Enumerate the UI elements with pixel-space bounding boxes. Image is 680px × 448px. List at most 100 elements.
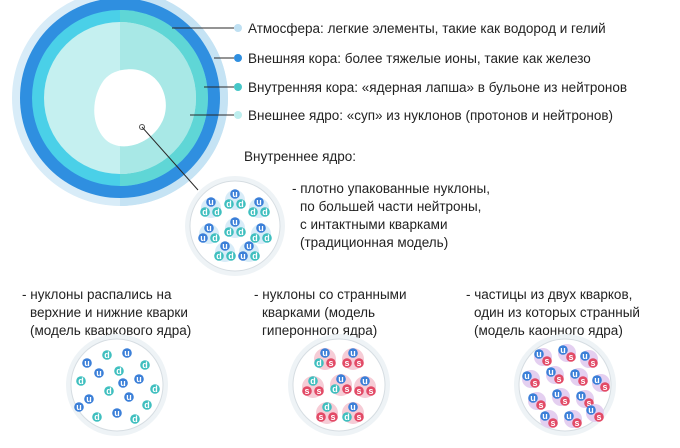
svg-text:u: u [542,411,548,421]
quark-d: d [262,233,272,243]
svg-text:d: d [344,412,350,422]
quark-d: d [150,384,160,394]
svg-text:d: d [226,199,232,209]
quark-s: s [354,358,364,368]
svg-text:s: s [330,412,335,422]
quark-u: u [134,374,144,384]
svg-text:u: u [362,376,368,386]
svg-text:s: s [550,418,555,428]
quark-u: u [564,411,574,421]
quark-s: s [600,382,610,392]
quark-s: s [316,412,326,422]
svg-text:u: u [206,223,212,233]
quark-d: d [236,227,246,237]
quark-u: u [254,197,264,207]
svg-text:d: d [214,207,220,217]
svg-text:u: u [136,374,142,384]
svg-text:s: s [562,396,567,406]
quark-d: d [92,412,102,422]
svg-text:u: u [246,241,252,251]
svg-text:s: s [602,382,607,392]
svg-text:u: u [350,348,356,358]
quark-u: u [122,348,132,358]
inner-core-title: Внутреннее ядро: [244,149,356,164]
quark-u: u [84,394,94,404]
quark-s: s [342,358,352,368]
quark-u: u [206,197,216,207]
quark-u: u [570,369,580,379]
quark-u: u [320,348,330,358]
svg-text:u: u [240,251,246,261]
svg-text:s: s [544,356,549,366]
quark-u: u [348,402,358,412]
quark-u: u [580,351,590,361]
model-3-line-1: - частицы из двух кварков, [466,287,632,302]
model-2-line-3: гиперонного ядра) [262,323,377,338]
quark-u: u [94,368,104,378]
quark-d: d [214,251,224,261]
label-outer-core: Внешнее ядро: «суп» из нуклонов (протоно… [248,108,613,123]
label-inner-crust: Внутренняя кора: «ядерная лапша» в бульо… [248,80,627,95]
svg-text:u: u [530,393,536,403]
quark-d: d [210,233,220,243]
quark-d: d [250,251,260,261]
svg-text:d: d [228,251,234,261]
svg-text:s: s [316,386,321,396]
svg-text:d: d [316,358,322,368]
quark-d: d [212,207,222,217]
quark-d: d [236,199,246,209]
quark-d: d [308,376,318,386]
quark-u: u [336,374,346,384]
svg-text:d: d [142,360,148,370]
svg-text:d: d [252,233,258,243]
quark-u: u [230,189,240,199]
quark-s: s [302,386,312,396]
svg-text:d: d [106,386,112,396]
quark-s: s [554,374,564,384]
svg-text:s: s [356,358,361,368]
quark-u: u [552,389,562,399]
svg-text:s: s [356,386,361,396]
svg-text:d: d [324,402,330,412]
svg-text:u: u [322,348,328,358]
svg-text:s: s [532,378,537,388]
svg-text:s: s [356,412,361,422]
quark-s: s [578,376,588,386]
svg-text:s: s [590,358,595,368]
quark-u: u [82,358,92,368]
svg-text:u: u [338,374,344,384]
svg-text:u: u [232,189,238,199]
quark-d: d [200,207,210,217]
svg-text:d: d [202,207,208,217]
quark-s: s [366,386,376,396]
quark-s: s [354,412,364,422]
particle-circle [70,338,164,432]
quark-u: u [198,233,208,243]
quark-s: s [530,378,540,388]
svg-text:s: s [344,358,349,368]
quark-u: u [360,376,370,386]
svg-text:s: s [368,386,373,396]
svg-text:d: d [310,376,316,386]
quark-s: s [560,396,570,406]
model-1-line-2: верхние и нижние кварки [30,305,188,320]
inner-core-desc-line-4: (традиционная модель) [300,235,448,250]
quark-d: d [330,384,340,394]
inner-core-desc-line-2: по большей части нейтроны, [300,199,481,214]
quark-s: s [536,400,546,410]
quark-u: u [244,241,254,251]
quark-s: s [326,358,336,368]
quark-u: u [220,241,230,251]
quark-u: u [586,405,596,415]
leader-lines [141,24,242,191]
quark-d: d [224,199,234,209]
label-atmosphere: Атмосфера: легкие элементы, такие как во… [248,21,606,36]
svg-text:s: s [556,374,561,384]
quark-d: d [130,414,140,424]
svg-text:d: d [252,251,258,261]
quark-d: d [226,251,236,261]
svg-text:s: s [574,418,579,428]
quark-u: u [112,408,122,418]
quark-s: s [342,384,352,394]
